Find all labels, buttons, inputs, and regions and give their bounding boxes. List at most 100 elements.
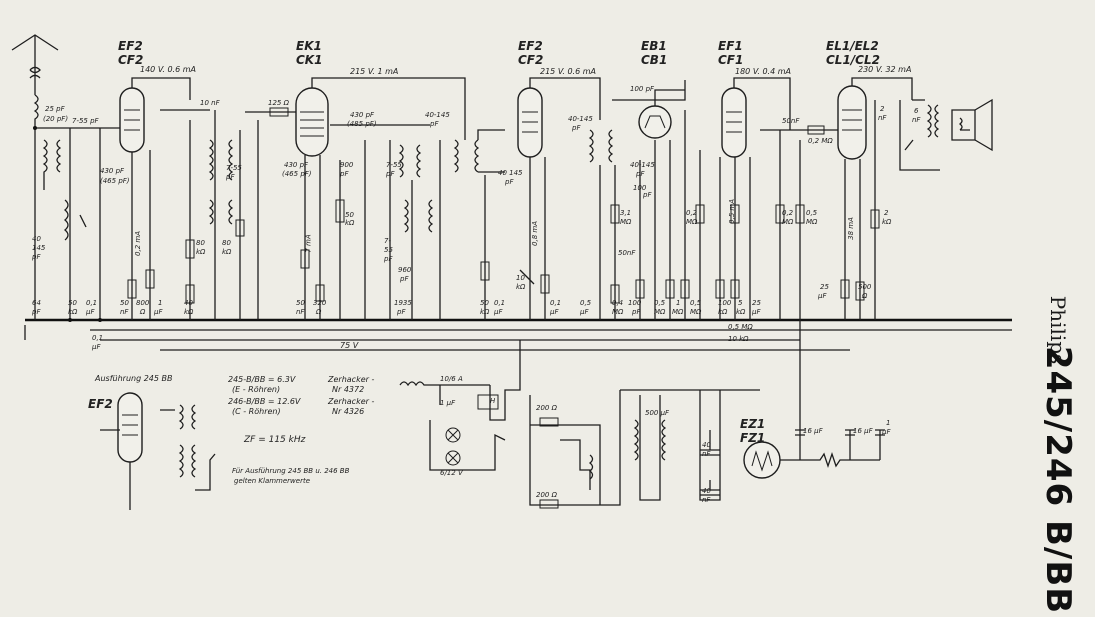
value-c430a: 430 pF: [100, 167, 125, 175]
value-c01c: 0,1: [92, 334, 104, 342]
pilot-lamp-1: [445, 427, 461, 443]
value-c6b: nF: [912, 116, 921, 124]
value-c1935b: pF: [397, 308, 406, 316]
value-c960: 960: [398, 266, 412, 274]
value-r800b: Ω: [140, 308, 146, 316]
value-c1935: 1935: [394, 299, 412, 307]
value-r10k: 10: [516, 274, 525, 282]
value-c465c: (465 pF): [282, 170, 312, 178]
value-c40145i: pF: [572, 124, 581, 132]
value-r05f: MΩ: [690, 308, 702, 316]
model-number: 245/246 B/BB: [1038, 345, 1078, 615]
value-c755f: 7-: [384, 237, 391, 245]
value-c64b: pF: [32, 308, 41, 316]
value-c755e: pF: [386, 170, 395, 178]
value-l612: 6/12 V: [440, 469, 463, 477]
value-c10nf: 10 nF: [200, 99, 220, 107]
value-c01d: µF: [92, 343, 101, 351]
value-c01f: µF: [494, 308, 503, 316]
value-c755h: pF: [384, 255, 393, 263]
value-r04: 0,4: [612, 299, 624, 307]
value-r320b: Ω: [316, 308, 322, 316]
value-r05h: MΩ: [806, 218, 818, 226]
rail-label-75v: 75 V: [340, 341, 359, 350]
tube-ez1: [743, 441, 781, 479]
value-c40145g: pF: [505, 178, 514, 186]
footnote-2: gelten Klammerwerte: [234, 477, 311, 485]
value-r5b: kΩ: [736, 308, 746, 316]
value-r05b: µF: [580, 308, 589, 316]
value-c960b: pF: [400, 275, 409, 283]
voltage-note-2a: 246-B/BB = 12.6V: [228, 397, 301, 406]
value-r2k: 2: [884, 209, 889, 217]
value-c100b: 100: [628, 299, 642, 307]
value-c500: 500 µF: [645, 409, 670, 417]
value-r40a: 40: [184, 299, 193, 307]
value-r50a: 50: [68, 299, 77, 307]
tube-eb1: [638, 105, 672, 139]
value-c40a: 40: [702, 441, 711, 449]
value-h: H: [490, 397, 496, 405]
value-c755b: 7-55: [226, 164, 242, 172]
antenna-symbol: [11, 34, 59, 80]
value-r500b: Ω: [862, 292, 868, 300]
value-c40145j: 40-145: [630, 161, 655, 169]
value-c50nfc: 50nF: [618, 249, 636, 257]
value-r10kb: kΩ: [516, 283, 526, 291]
value-r80a: 80: [196, 239, 205, 247]
value-c40145k: pF: [636, 170, 645, 178]
rail-label-5: 230 V. 32 mA: [858, 65, 912, 74]
rectifier-label-top: EZ1: [740, 417, 766, 431]
alt-tube-label: EF2: [88, 397, 113, 411]
value-c755g: 55: [384, 246, 393, 254]
value-r05a: 0,5: [580, 299, 592, 307]
value-c755: 7-55 pF: [72, 117, 99, 125]
value-r1mb: MΩ: [672, 308, 684, 316]
value-c485: (485 pF): [347, 120, 377, 128]
tube3-label-top: EF2: [518, 39, 543, 53]
if-frequency-note: ZF = 115 kHz: [244, 435, 306, 445]
value-r02a: 0,2: [782, 209, 794, 217]
value-c900b: pF: [340, 170, 349, 178]
value-c2nfb: nF: [878, 114, 887, 122]
value-c100pf: 100 pF: [630, 85, 655, 93]
value-r80d: kΩ: [222, 248, 232, 256]
tube1-label-top: EF2: [118, 39, 143, 53]
value-r100b: kΩ: [718, 308, 728, 316]
voltage-note-2b: (C - Röhren): [232, 407, 281, 416]
value-m38: 38 mA: [846, 217, 855, 240]
value-r50f: kΩ: [480, 308, 490, 316]
value-c64a: 64: [32, 299, 41, 307]
tube-ef2-2: [517, 87, 543, 158]
value-r500: 500: [858, 283, 872, 291]
tube-ef2-1: [119, 87, 145, 153]
value-c100pfb: 100: [633, 184, 647, 192]
value-c430c: 430 pF: [284, 161, 309, 169]
value-c465a: (465 pF): [100, 177, 130, 185]
value-c40145f: 40 145: [498, 169, 523, 177]
value-r31: 3,1: [620, 209, 632, 217]
tube4-label-top: EB1: [641, 39, 667, 53]
value-c01e: 0,1: [494, 299, 506, 307]
value-r1m: 1: [676, 299, 681, 307]
value-c40145h: 40-145: [568, 115, 593, 123]
value-m02: 0,2 mA: [133, 231, 142, 256]
speaker-icon: [974, 98, 993, 152]
value-c900: 900: [340, 161, 354, 169]
value-c1uf: 1: [158, 299, 163, 307]
tube3-label-bottom: CF2: [518, 53, 544, 67]
voltage-note-1a: 245-B/BB = 6.3V: [228, 375, 296, 384]
tube1-label-bottom: CF2: [118, 53, 144, 67]
value-r05d: MΩ: [654, 308, 666, 316]
value-c16b: 16 µF: [853, 427, 873, 435]
value-c01a: 0,1: [86, 299, 98, 307]
chopper-note-1b: Nr 4372: [332, 385, 365, 394]
rail-label-1: 140 V. 0.6 mA: [140, 65, 196, 74]
value-c1ud: µF: [882, 428, 891, 436]
tube-ek1: [295, 87, 329, 157]
value-r5: 5: [738, 299, 743, 307]
value-r02b: MΩ: [782, 218, 794, 226]
value-r800: 800: [136, 299, 150, 307]
